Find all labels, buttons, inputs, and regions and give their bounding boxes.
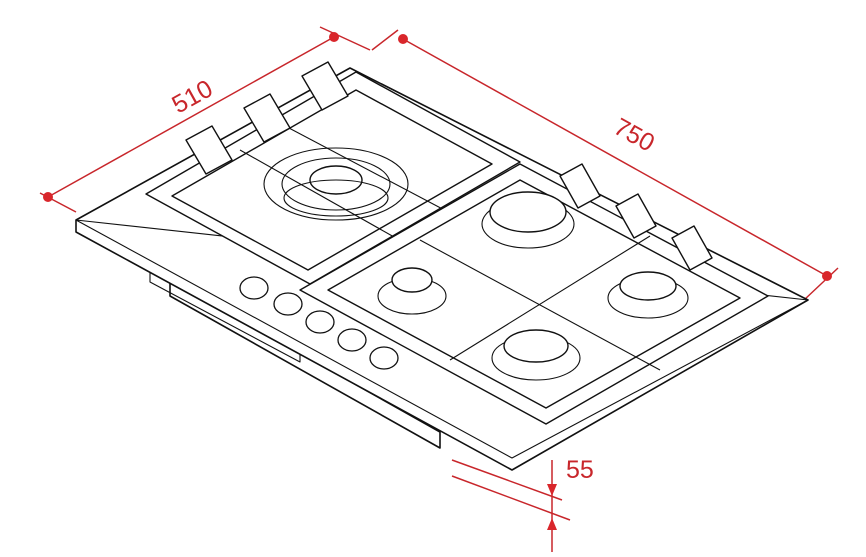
dimension-height: 55 <box>451 456 594 552</box>
grate-right-finger-1 <box>559 163 601 209</box>
grate-right-bar-2 <box>449 235 651 361</box>
burner-front-left <box>377 267 447 315</box>
burner-front-center <box>491 329 581 381</box>
grate-right-inner <box>327 179 741 409</box>
grate-left-bar-1 <box>239 149 411 247</box>
control-knobs <box>239 276 399 370</box>
height-arrow-bottom <box>547 518 557 530</box>
grate-left-bar-2 <box>269 117 453 215</box>
grate-left-finger-3 <box>301 61 349 111</box>
grate-left-finger-2 <box>243 93 291 143</box>
height-arrow-top <box>547 484 557 496</box>
burner-wok-mid-ring <box>281 157 391 211</box>
knob-2 <box>273 292 303 316</box>
grate-right <box>299 163 769 425</box>
grate-left-finger-1 <box>185 125 233 175</box>
burner-wok-outer-ring <box>263 147 409 221</box>
knob-3 <box>305 310 335 334</box>
width-endpoint-left <box>398 34 408 44</box>
burner-front-right-cap <box>619 271 677 301</box>
width-endpoint-right <box>822 271 832 281</box>
depth-extension-right <box>319 26 371 51</box>
depth-endpoint-left <box>43 192 53 202</box>
depth-dimension-line <box>47 36 335 198</box>
burner-rear-right-cap <box>489 191 567 233</box>
depth-label: 510 <box>167 75 217 120</box>
height-label: 55 <box>566 456 594 484</box>
burner-rear-right <box>481 191 575 249</box>
height-extension-top <box>451 459 563 501</box>
knob-1 <box>239 276 269 300</box>
grate-right-finger-2 <box>615 193 657 239</box>
width-extension-right <box>803 267 839 301</box>
depth-endpoint-right <box>329 32 339 42</box>
knob-4 <box>337 328 367 352</box>
burner-wok-base <box>283 179 389 217</box>
grate-right-finger-3 <box>671 225 713 271</box>
burner-front-center-cap <box>503 329 569 363</box>
width-extension-left <box>371 29 399 51</box>
burner-wok <box>263 147 409 221</box>
grate-right-bar-1 <box>419 239 661 371</box>
burner-front-right <box>607 271 689 319</box>
knob-5 <box>369 346 399 370</box>
height-extension-bottom <box>451 475 571 521</box>
burner-front-left-cap <box>391 267 433 293</box>
width-dimension-line <box>402 38 828 277</box>
width-label: 750 <box>609 113 659 158</box>
